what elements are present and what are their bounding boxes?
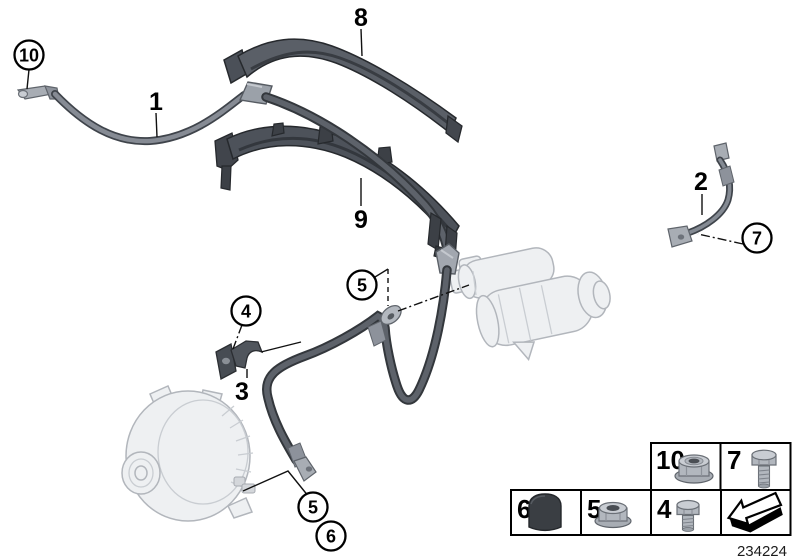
starter-ear <box>512 341 536 362</box>
leader-1 <box>155 112 158 138</box>
cap-body <box>528 493 562 532</box>
hex-bolt-long-icon <box>751 449 777 489</box>
cable-cover-lower <box>214 122 460 243</box>
cable-cover-upper <box>223 38 463 144</box>
cover-lower-clip-1 <box>271 122 285 137</box>
cable1-terminal-eyelet <box>17 89 29 99</box>
cover-lower-leg-1 <box>427 211 442 252</box>
battery-cable-front <box>16 81 273 146</box>
callout-3: 3 <box>235 378 249 406</box>
alternator-ear-3 <box>226 497 254 519</box>
main-cable-outline <box>261 92 453 265</box>
cable1-core <box>52 91 247 144</box>
callout-7-label: 7 <box>752 229 762 249</box>
alternator-body <box>125 390 251 522</box>
junction-highlight <box>246 83 263 88</box>
flange-nut-icon <box>594 501 632 529</box>
nut5-hole <box>606 505 620 511</box>
cover-upper-hook <box>445 114 463 144</box>
leader-3-to-cable <box>260 341 302 353</box>
battery-cable-lower-loop <box>262 265 452 482</box>
cable2-lug-hole <box>677 234 685 240</box>
starter-detail-line <box>472 271 477 296</box>
callout-8: 8 <box>354 4 368 32</box>
bolt7-tip <box>758 483 770 489</box>
leader-lines <box>26 28 744 498</box>
leader-10 <box>26 69 30 90</box>
cap-highlight <box>530 495 546 505</box>
legend-num-6: 6 <box>517 494 531 524</box>
callout-4-label: 4 <box>241 302 251 322</box>
leader-5b <box>242 470 310 498</box>
callout-circle-6 <box>315 520 347 552</box>
leader-5a-to-starter <box>397 284 470 312</box>
alternator-vents <box>221 405 254 489</box>
callout-9: 9 <box>354 206 368 234</box>
circled-callouts: 10 7 5 4 5 6 <box>13 39 773 552</box>
legend-cell-7 <box>719 442 792 491</box>
cable-bracket <box>215 340 264 380</box>
alternator-pulley-hub <box>134 465 148 481</box>
bolt7-head-top <box>751 449 777 461</box>
drawing-number: 234224 <box>737 543 787 560</box>
alternator <box>121 385 256 522</box>
fastener-legend: 10 7 6 5 4 <box>510 442 792 536</box>
alternator-lug-hole <box>305 466 313 472</box>
cover-upper-channel <box>250 50 449 125</box>
clamp-eyelet-hole <box>387 313 395 320</box>
legend-num-5: 5 <box>587 494 601 524</box>
hex-bolt-short-icon <box>676 499 700 532</box>
cover-upper-body <box>237 38 457 135</box>
callout-5a-label: 5 <box>357 276 367 296</box>
plain-callouts: 1 2 3 8 9 <box>149 4 708 406</box>
legend-num-7: 7 <box>727 445 741 475</box>
direction-arrow-icon <box>726 491 783 533</box>
protective-cap-icon <box>528 493 562 532</box>
leader-7 <box>697 233 744 245</box>
heat-shrink-sleeve-1 <box>367 320 387 347</box>
alternator-bplus-stud <box>233 476 246 487</box>
leader-5a-solid <box>374 268 389 278</box>
leader-4 <box>232 324 243 350</box>
callout-1: 1 <box>149 88 163 116</box>
battery-cable-main-run <box>261 92 460 275</box>
starter-body-cap <box>475 294 500 348</box>
starter-ribs <box>497 285 553 344</box>
cable2-top-lug <box>713 142 730 162</box>
locknut-hole <box>688 458 700 464</box>
alternator-cable-lug <box>293 456 317 482</box>
callout-circle-5b <box>297 491 329 523</box>
starter-solenoid-cap <box>457 264 477 300</box>
alternator-pulley-groove <box>128 458 154 488</box>
callout-5b-label: 5 <box>308 498 318 518</box>
elbow-highlight <box>440 249 454 259</box>
cable2-sleeve <box>718 165 735 187</box>
callout-2: 2 <box>694 168 708 196</box>
ground-cable <box>667 142 735 248</box>
main-cable-core <box>263 94 451 263</box>
leader-8 <box>360 28 363 57</box>
alternator-housing-line <box>157 399 249 505</box>
callout-circle-5a <box>346 269 378 301</box>
arrow-body <box>726 491 783 526</box>
callout-circle-7 <box>741 222 773 254</box>
cable-clamp-eyelet <box>380 304 402 326</box>
callout-10-label: 10 <box>19 46 39 66</box>
arrow-shadow <box>729 507 783 533</box>
starter-motor <box>448 247 611 362</box>
bracket-clamp-hook <box>230 340 264 369</box>
bolt4-threads <box>682 517 694 528</box>
legend-num-4: 4 <box>657 494 672 524</box>
bolt7-threads <box>758 469 770 484</box>
bolt4-head-top <box>676 499 700 511</box>
callout-circle-4 <box>230 295 262 327</box>
flange-lock-nut-icon <box>674 454 714 484</box>
callout-6-label: 6 <box>326 527 336 547</box>
callout-circle-10 <box>13 39 45 71</box>
starter-nose-dome <box>592 280 611 310</box>
bolt4-tip <box>682 527 694 532</box>
bracket-hole <box>222 357 230 365</box>
cover-lower-left-leg <box>220 165 232 191</box>
